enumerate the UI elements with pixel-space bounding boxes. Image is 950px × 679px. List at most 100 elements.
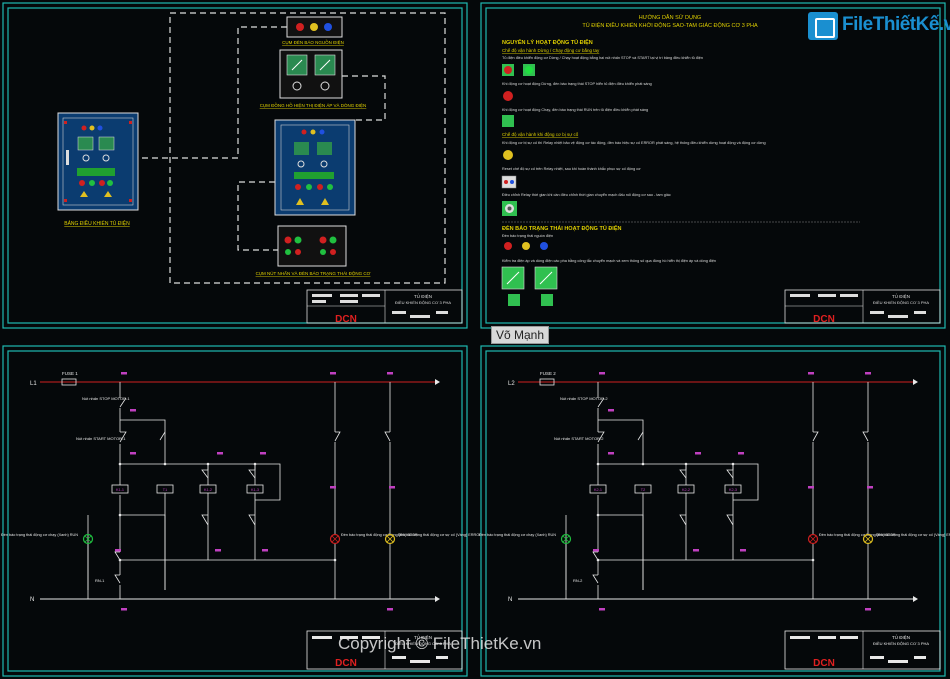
neutral-arrow — [435, 596, 440, 602]
wire-number-2 — [808, 372, 814, 375]
brand-logo-2: DCN — [813, 314, 835, 325]
buttons-label: CỤM NÚT NHẤN VÀ ĐÈN BÁO TRẠNG THÁI ĐỘNG … — [256, 270, 371, 276]
lamp-bus — [565, 515, 813, 590]
title-block-cell-4 — [392, 656, 406, 659]
wire-number-12 — [593, 549, 599, 552]
lamp-cross-lamp_run — [84, 535, 92, 543]
neutral-arrow — [913, 596, 918, 602]
cabinet-front-view — [274, 119, 356, 216]
sheet-frame-outer — [2, 345, 468, 677]
title-block-cell-3 — [362, 636, 380, 639]
sheet-frame-inner — [7, 350, 463, 672]
neutral-label: N — [30, 597, 34, 603]
coil-label-4: K1-3 — [251, 488, 259, 492]
wire-number-1 — [121, 372, 127, 375]
wire-number-10 — [808, 486, 814, 489]
fuse-symbol — [61, 378, 77, 386]
title-block-cell-1 — [790, 636, 810, 639]
lamp-bus — [87, 515, 335, 590]
lamp-lamp_stop — [807, 533, 819, 545]
coil-label-3: K2-2 — [682, 488, 690, 492]
wire-number-4 — [599, 608, 605, 611]
brand-logo: DCN — [813, 658, 835, 669]
wire-number-7 — [608, 452, 614, 455]
thermal-relay-label: RN-1 — [95, 578, 105, 583]
coil-label-1: K1-1 — [116, 488, 124, 492]
interlock-contacts — [201, 463, 281, 501]
guide-heading-1: HƯỚNG DẪN SỬ DỤNG — [639, 14, 701, 21]
thermal-relay-icon — [501, 175, 517, 189]
junction-dot-6 — [118, 558, 122, 562]
wire-number-5 — [865, 608, 871, 611]
wire-number-6 — [130, 409, 136, 412]
junction-dot-1 — [596, 462, 600, 466]
lamp-cross-lamp_stop — [331, 535, 339, 543]
fuse-symbol — [539, 378, 555, 386]
title-block-title: TỦ ĐIỆN — [892, 633, 910, 640]
guide-line-7: Đèn báo trạng thái nguồn điện — [502, 234, 553, 238]
wire-number-3 — [865, 372, 871, 375]
coil-label-1: K2-1 — [594, 488, 602, 492]
title-block-cell-5 — [888, 660, 908, 663]
wire-number-11 — [867, 486, 873, 489]
author-tooltip: Võ Mạnh — [491, 326, 550, 344]
wire-number-14 — [262, 549, 268, 552]
wire-number-12 — [115, 549, 121, 552]
copyright-watermark: Copyright © FileThietKe.vn — [338, 634, 542, 653]
guide-line-5: Reset chế độ sự cố trên Relay nhiệt, sau… — [502, 166, 641, 171]
title-block-1-title: TỦ ĐIỆN — [414, 292, 432, 299]
fuse-label: FUSE 2 — [540, 371, 556, 376]
lamp-cross-lamp_error — [864, 535, 872, 543]
holding-contact — [598, 419, 733, 465]
coil-label-3: K1-2 — [204, 488, 212, 492]
junction-dot-2 — [641, 462, 645, 466]
wire-number-8 — [695, 452, 701, 455]
right-branches — [87, 382, 391, 599]
lamp-lamp_error — [384, 533, 396, 545]
junction-dot-7 — [333, 558, 337, 562]
thermal-relay-contact — [592, 574, 599, 584]
wire-number-8 — [217, 452, 223, 455]
start-contact — [119, 431, 127, 443]
lamp-lamp_error — [862, 533, 874, 545]
control-branch-main — [597, 382, 644, 599]
phase-arrow — [435, 379, 440, 385]
lamp-lamp_run — [82, 533, 94, 545]
neutral-label: N — [508, 597, 512, 603]
lamp-label-lamp_stop: Đèn báo trạng thái động cơ Dừng (Đỏ) STO… — [819, 533, 896, 537]
title-block-subtitle: ĐIỀU KHIỂN ĐỘNG CƠ 3 PHA — [395, 641, 451, 646]
junction-dot-6 — [596, 558, 600, 562]
guide-line-3: Khi động cơ hoạt động Chạy, đèn báo trạn… — [502, 108, 648, 112]
meters-label: CỤM ĐỒNG HỒ HIỆN THỊ ĐIỆN ÁP VÀ DÒNG ĐIỆ… — [260, 101, 367, 108]
thermal-relay-contact — [114, 574, 121, 584]
wire-number-10 — [330, 486, 336, 489]
brand-logo-1: DCN — [335, 314, 357, 325]
title-block-cell-1 — [312, 636, 332, 639]
wire-number-2 — [330, 372, 336, 375]
sheet-frame-inner — [485, 350, 941, 672]
title-block-title: TỦ ĐIỆN — [414, 633, 432, 640]
phase-label: L2 — [508, 381, 515, 387]
filethietke-logo: FileThiếtKế.vn — [808, 10, 950, 44]
wire-number-13 — [693, 549, 699, 552]
title-block-frame — [306, 630, 463, 670]
junction-dot-1 — [118, 462, 122, 466]
right-branches — [565, 382, 869, 599]
guide-line-4: Khi động cơ bị sự cố thì Relay nhiệt bảo… — [502, 141, 766, 145]
junction-dot-3 — [684, 462, 688, 466]
junction-dot-5 — [118, 513, 122, 517]
wire-number-9 — [260, 452, 266, 455]
title-block-cell-6 — [914, 656, 926, 659]
logo-text: FileThiếtKế.vn — [842, 14, 950, 35]
junction-dot-4 — [731, 462, 735, 466]
phase-arrow — [913, 379, 918, 385]
title-block-cell-6 — [436, 656, 448, 659]
sheet-frame-outer — [480, 345, 946, 677]
lamp-label-lamp_error: Đèn báo trạng thái động cơ sự cố (Vàng) … — [876, 533, 950, 537]
lamp-lamp_stop — [329, 533, 341, 545]
thermal-relay-label: RN-2 — [573, 578, 583, 583]
